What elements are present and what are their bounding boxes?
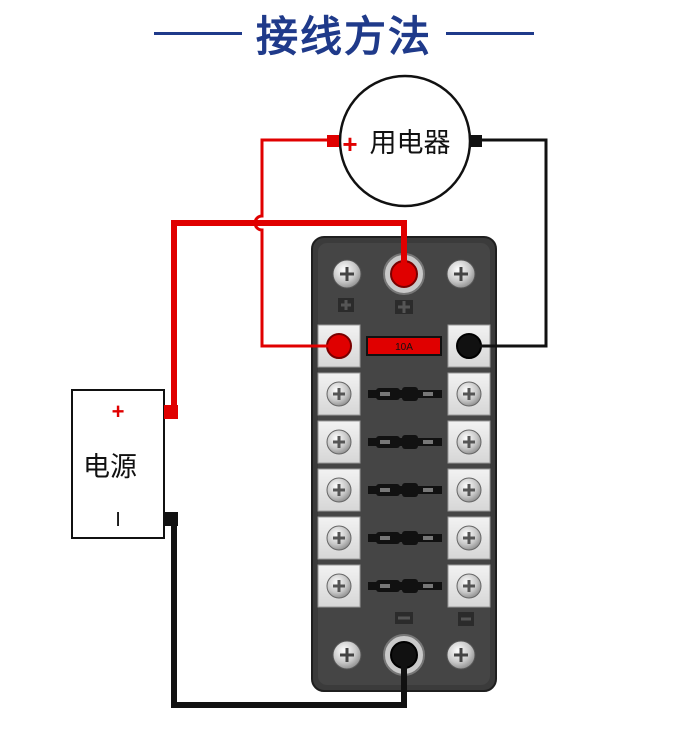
terminal-screws <box>326 381 482 599</box>
title-rule-left <box>153 31 242 35</box>
page-title: 接线方法 <box>255 11 432 61</box>
power-plus-sign: + <box>112 399 125 424</box>
load-plus-sign: + <box>342 129 357 159</box>
power-negative-wire <box>171 519 407 708</box>
corner-screws <box>332 259 476 670</box>
power-minus-sign: I <box>115 509 121 531</box>
fuse-10a: 10A <box>366 336 442 356</box>
side-markers <box>338 298 474 626</box>
empty-fuse-slots <box>368 387 442 593</box>
fuse-block-inner <box>318 243 490 685</box>
title-rule-right <box>446 31 534 35</box>
title-bar: 接线方法 <box>0 2 688 64</box>
power-positive-wire <box>171 220 407 412</box>
load-device: + 用电器 <box>327 74 482 208</box>
left-terminals <box>317 324 361 608</box>
load-negative-wire <box>469 138 548 348</box>
power-label: 电源 <box>83 452 137 483</box>
power-source: + 电源 I <box>71 389 178 539</box>
fuse-rating: 10A <box>395 342 413 353</box>
load-label: 用电器 <box>370 128 451 159</box>
